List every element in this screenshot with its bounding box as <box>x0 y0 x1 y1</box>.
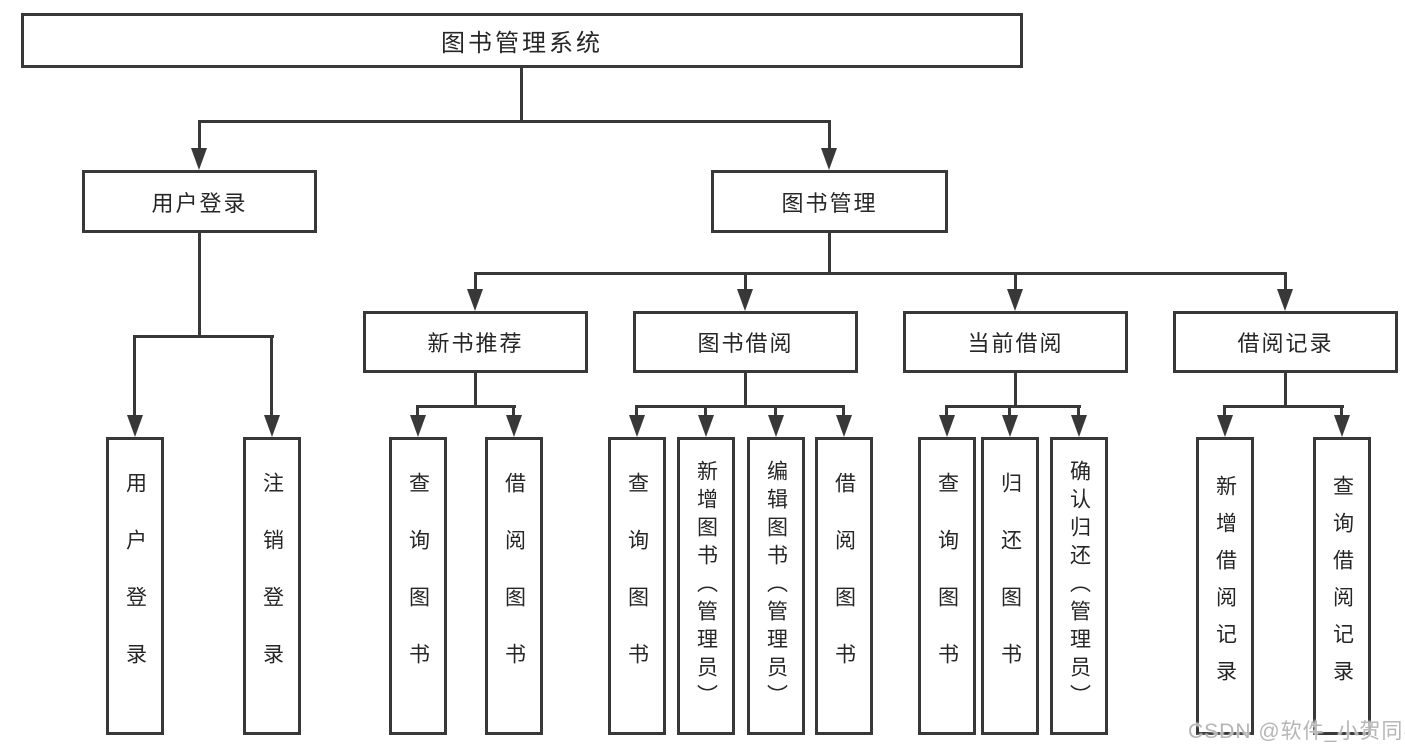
csdn-watermark: CSDN @软件_小贺同学 <box>1188 720 1405 743</box>
arrowhead <box>1217 415 1233 437</box>
node-label: 新增图书（管理员） <box>694 460 718 712</box>
node-label: 借阅图书 <box>832 472 856 700</box>
connector-line <box>945 405 948 415</box>
leaf-add-books-admin: 新增图书（管理员） <box>677 437 735 735</box>
node-library-system: 图书管理系统 <box>21 13 1023 68</box>
node-label: 用户登录 <box>123 472 147 700</box>
node-label: 归还图书 <box>998 472 1022 700</box>
arrowhead <box>1071 415 1087 437</box>
node-label: 用户登录 <box>151 190 248 216</box>
connector-line <box>1223 405 1226 415</box>
connector-line <box>1223 405 1344 408</box>
arrowhead <box>698 415 714 437</box>
node-label: 编辑图书（管理员） <box>764 460 788 712</box>
arrowhead <box>191 148 207 170</box>
connector-line <box>1014 272 1017 289</box>
leaf-logout: 注销登录 <box>243 437 301 735</box>
node-book-borrowing: 图书借阅 <box>633 311 858 373</box>
node-user-login: 用户登录 <box>82 170 317 233</box>
arrowhead <box>629 415 645 437</box>
connector-line <box>945 405 1081 408</box>
connector-line <box>416 405 419 415</box>
connector-line <box>1340 405 1343 415</box>
connector-line <box>474 272 1287 275</box>
leaf-edit-books-admin: 编辑图书（管理员） <box>747 437 805 735</box>
node-label: 确认归还（管理员） <box>1067 460 1091 712</box>
node-label: 图书借阅 <box>697 331 794 356</box>
connector-line <box>270 335 273 415</box>
leaf-user-login: 用户登录 <box>106 437 164 735</box>
node-label: 图书管理 <box>781 190 878 216</box>
arrowhead <box>410 415 426 437</box>
connector-line <box>133 335 274 338</box>
arrowhead <box>768 415 784 437</box>
leaf-query-borrow-record: 查询借阅记录 <box>1313 437 1371 735</box>
leaf-borrow-books: 借阅图书 <box>815 437 873 735</box>
arrowhead <box>467 289 483 311</box>
node-new-book-recommend: 新书推荐 <box>363 311 588 373</box>
node-label: 查询图书 <box>935 472 959 700</box>
connector-line <box>512 405 515 415</box>
leaf-query-books-current: 查询图书 <box>918 437 976 735</box>
connector-line <box>198 120 201 148</box>
connector-line <box>704 405 707 415</box>
connector-line <box>635 405 638 415</box>
connector-line <box>1014 373 1017 405</box>
connector-line <box>774 405 777 415</box>
node-label: 新增借阅记录 <box>1213 475 1237 697</box>
connector-line <box>635 405 845 408</box>
connector-line <box>474 373 477 405</box>
connector-line <box>416 405 516 408</box>
node-book-management: 图书管理 <box>711 170 948 233</box>
node-label: 查询图书 <box>625 472 649 700</box>
node-borrowing-records: 借阅记录 <box>1173 311 1398 373</box>
node-label: 注销登录 <box>260 472 284 700</box>
arrowhead <box>264 415 280 437</box>
connector-line <box>828 233 831 272</box>
leaf-query-books-borrowing: 查询图书 <box>608 437 666 735</box>
connector-line <box>828 120 831 148</box>
connector-line <box>1008 405 1011 415</box>
node-label: 查询图书 <box>406 472 430 700</box>
node-label: 借阅图书 <box>502 472 526 700</box>
leaf-confirm-return-admin: 确认归还（管理员） <box>1050 437 1108 735</box>
arrowhead <box>737 289 753 311</box>
connector-line <box>474 272 477 289</box>
node-label: 查询借阅记录 <box>1330 475 1354 697</box>
connector-line <box>198 233 201 335</box>
leaf-return-books: 归还图书 <box>981 437 1039 735</box>
connector-line <box>133 335 136 415</box>
arrowhead <box>1334 415 1350 437</box>
connector-line <box>198 120 831 123</box>
connector-line <box>842 405 845 415</box>
arrowhead <box>1002 415 1018 437</box>
connector-line <box>744 272 747 289</box>
connector-line <box>1284 373 1287 405</box>
connector-line <box>1077 405 1080 415</box>
leaf-add-borrow-record: 新增借阅记录 <box>1196 437 1254 735</box>
leaf-query-books-recommend: 查询图书 <box>389 437 447 735</box>
node-label: 图书管理系统 <box>441 30 603 57</box>
node-label: 新书推荐 <box>427 331 524 356</box>
arrowhead <box>1007 289 1023 311</box>
node-label: 当前借阅 <box>967 331 1064 356</box>
arrowhead <box>939 415 955 437</box>
connector-line <box>520 68 523 120</box>
connector-line <box>744 373 747 405</box>
connector-line <box>1284 272 1287 289</box>
arrowhead <box>506 415 522 437</box>
leaf-borrow-books-recommend: 借阅图书 <box>485 437 543 735</box>
node-current-borrowing: 当前借阅 <box>903 311 1128 373</box>
arrowhead <box>1277 289 1293 311</box>
arrowhead <box>821 148 837 170</box>
arrowhead <box>836 415 852 437</box>
node-label: 借阅记录 <box>1237 331 1334 356</box>
arrowhead <box>127 415 143 437</box>
